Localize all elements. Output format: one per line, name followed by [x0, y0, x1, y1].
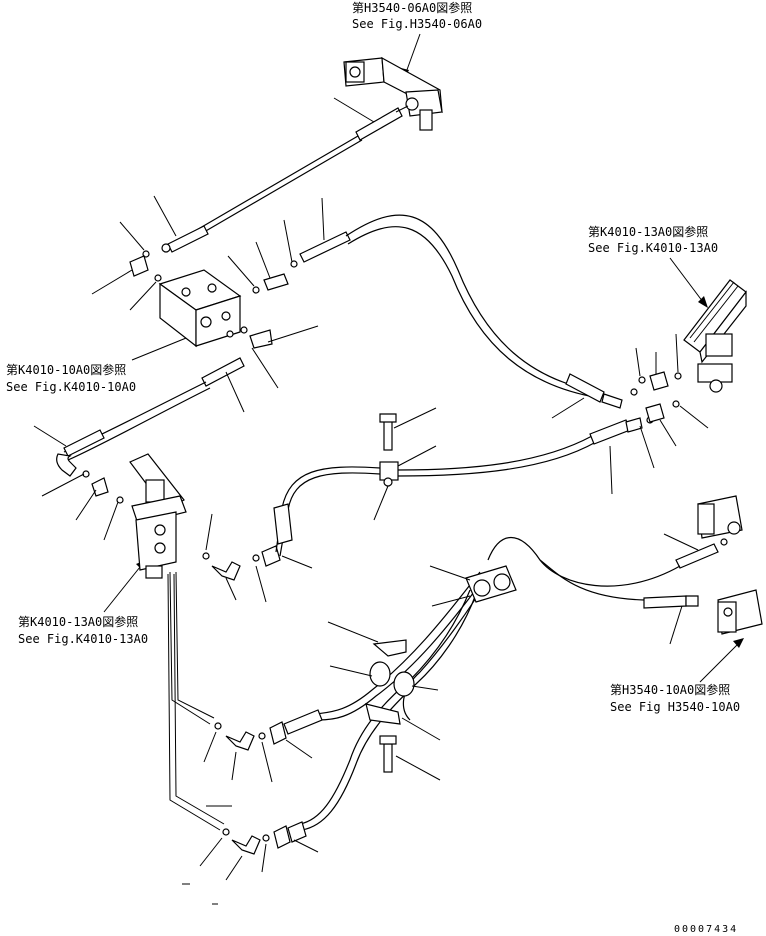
manifold-block [158, 269, 242, 348]
hose-line [179, 139, 363, 247]
ref-k4010-13a0-left-en: See Fig.K4010-13A0 [18, 632, 148, 646]
arrow-line [699, 639, 743, 683]
ref-h3540-10a0: 第H3540-10A0図参照 See Fig H3540-10A0 [610, 682, 740, 714]
leader-lines [373, 407, 437, 521]
left-hose-fitting [56, 429, 124, 504]
ref-h3540-10a0-jp: 第H3540-10A0図参照 [610, 682, 730, 697]
manifold-fittings [129, 225, 351, 387]
ref-k4010-13a0-top-en: See Fig.K4010-13A0 [588, 241, 718, 255]
hose-fitting [273, 503, 293, 545]
hose-line [299, 589, 471, 825]
tee-fitting [379, 413, 399, 487]
leader-lines [182, 837, 319, 905]
hose-line [67, 387, 211, 461]
reference-arrows [103, 33, 744, 683]
hose-line [175, 135, 359, 243]
ref-k4010-13a0-left-jp: 第K4010-13A0図参照 [18, 614, 138, 629]
hose-clamp-upper [465, 565, 517, 603]
ref-k4010-10a0-jp: 第K4010-10A0図参照 [6, 362, 126, 377]
right-hose-fitting [589, 416, 654, 445]
lower-fittings-row2 [222, 821, 307, 855]
top-solenoid-valve [343, 56, 443, 131]
lower-fittings-row1 [214, 709, 323, 751]
right-pedal-valve [683, 279, 747, 393]
hose-line [397, 435, 593, 471]
pilot-line [167, 573, 221, 831]
leader-lines [327, 565, 471, 781]
hose-line [275, 466, 387, 553]
leader-lines [91, 195, 325, 413]
left-valve-fittings [202, 545, 281, 581]
arrow-head [698, 296, 708, 308]
left-pedal-valve [129, 453, 187, 579]
pilot-line [169, 571, 211, 725]
ref-h3540-06a0: 第H3540-06A0図参照 See Fig.H3540-06A0 [352, 0, 482, 31]
hose-line [539, 559, 645, 601]
leader-lines [205, 513, 313, 603]
hose-line [317, 575, 487, 721]
leader-lines [551, 333, 709, 495]
leader-lines [33, 425, 119, 541]
hose-line [279, 472, 381, 557]
hose-clamp-lower [365, 639, 415, 773]
top-hose-fitting [355, 105, 409, 141]
pilot-line [173, 573, 225, 825]
hose-line [397, 441, 597, 477]
hose-line [345, 214, 601, 393]
ref-h3540-10a0-en: See Fig H3540-10A0 [610, 700, 740, 714]
ref-k4010-13a0-left: 第K4010-13A0図参照 See Fig.K4010-13A0 [18, 614, 148, 646]
ref-k4010-10a0: 第K4010-10A0図参照 See Fig.K4010-10A0 [6, 362, 136, 394]
ref-h3540-06a0-jp: 第H3540-06A0図参照 [352, 0, 472, 15]
hose-line [347, 226, 601, 399]
leader-line [333, 97, 375, 123]
leader-lines [203, 731, 313, 807]
arrow-line [669, 257, 707, 307]
ref-k4010-13a0-top: 第K4010-13A0図参照 See Fig.K4010-13A0 [588, 224, 718, 255]
drawing-id: 00007434 [674, 924, 738, 935]
ref-k4010-13a0-top-jp: 第K4010-13A0図参照 [588, 224, 708, 239]
right-lower-solenoid [643, 589, 763, 635]
arrow-head [733, 638, 744, 648]
pilot-line [175, 571, 215, 719]
arrow-line [103, 561, 145, 613]
leader-lines [663, 533, 699, 645]
pedal-hose-fitting [565, 373, 638, 409]
right-upper-solenoid [675, 495, 743, 569]
ref-h3540-06a0-en: See Fig.H3540-06A0 [352, 17, 482, 31]
right-pedal-fittings [638, 371, 682, 423]
hose-line [402, 571, 493, 721]
ref-k4010-10a0-en: See Fig.K4010-10A0 [6, 380, 136, 394]
hose-line [487, 536, 681, 587]
